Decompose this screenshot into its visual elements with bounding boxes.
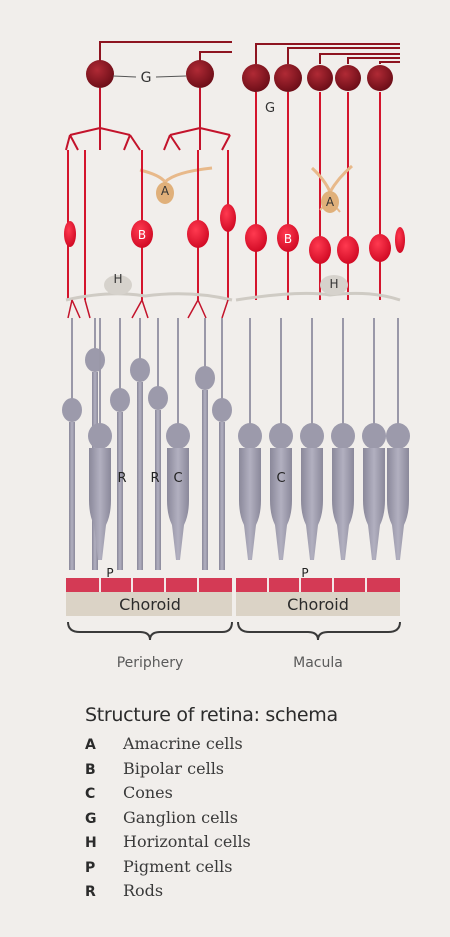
amacrine-cell [140,168,212,204]
legend-key: A [85,737,123,753]
label-G-leader [156,76,186,77]
choroid-label: Choroid [119,595,181,614]
cone-cell [331,318,355,560]
legend-item: G Ganglion cells [85,808,425,833]
cone-cell [269,318,293,560]
macula-panel: Choroid Macula G A B H C P [236,44,410,671]
legend-key: P [85,860,123,876]
label-C: C [173,471,182,486]
legend-text: Bipolar cells [123,759,224,778]
legend-key: G [85,811,123,827]
label-G: G [141,70,152,86]
macula-photoreceptors [238,318,410,560]
legend-key: B [85,762,123,778]
horizontal-cell [236,275,400,300]
legend-text: Horizontal cells [123,832,251,851]
cone-cell [300,318,324,560]
retina-diagram: Choroid Periphery G A B H R R C P [0,0,450,690]
periphery-photoreceptors [62,318,232,570]
periphery-panel: Choroid Periphery G A B H R R C P [62,42,236,671]
macula-brace [238,622,400,640]
legend: Structure of retina: schema A Amacrine c… [85,704,425,906]
macula-label: Macula [293,655,343,671]
label-R: R [117,471,126,486]
rod-cell [110,318,130,570]
ganglion-cell [186,60,214,88]
legend-item: B Bipolar cells [85,759,425,784]
legend-text: Pigment cells [123,857,232,876]
legend-key: C [85,786,123,802]
ganglion-dendrites [66,88,230,150]
bipolar-processes [256,92,380,300]
label-P: P [301,566,308,580]
pigment-layer [236,578,400,592]
choroid-label: Choroid [287,595,349,614]
ganglion-axons [256,44,400,64]
rod-cell [62,318,82,570]
legend-key: R [85,884,123,900]
legend-text: Amacrine cells [123,734,243,753]
label-P: P [106,566,113,580]
ganglion-cell [86,60,114,88]
legend-text: Rods [123,881,163,900]
horizontal-cell [66,275,232,300]
label-H: H [113,272,122,286]
label-A: A [326,195,335,209]
label-A: A [161,184,170,198]
legend-item: C Cones [85,783,425,808]
bipolar-cells [64,204,236,248]
legend-text: Cones [123,783,173,802]
label-G-leader [113,76,136,77]
label-C: C [276,471,285,486]
label-G: G [265,101,275,116]
cone-cell [238,318,262,560]
rod-cell [212,318,232,570]
legend-item: P Pigment cells [85,857,425,882]
cone-cell [362,318,386,560]
rod-cell [130,318,150,570]
legend-list: A Amacrine cells B Bipolar cells C Cones… [85,734,425,906]
ganglion-axons [100,42,232,68]
legend-text: Ganglion cells [123,808,238,827]
rod-cell [195,318,215,570]
cone-cell [386,318,410,560]
label-H: H [329,277,338,291]
pigment-layer [66,578,232,592]
cone-cell [166,318,190,560]
ganglion-cells [242,64,393,92]
synapse-terminals [68,300,228,318]
rod-cell [148,318,168,570]
periphery-label: Periphery [117,655,184,671]
periphery-brace [68,622,232,640]
legend-item: R Rods [85,881,425,906]
legend-key: H [85,835,123,851]
label-R: R [150,471,159,486]
label-B: B [138,228,146,242]
legend-item: H Horizontal cells [85,832,425,857]
legend-item: A Amacrine cells [85,734,425,759]
label-B: B [284,232,292,246]
legend-title: Structure of retina: schema [85,704,425,726]
